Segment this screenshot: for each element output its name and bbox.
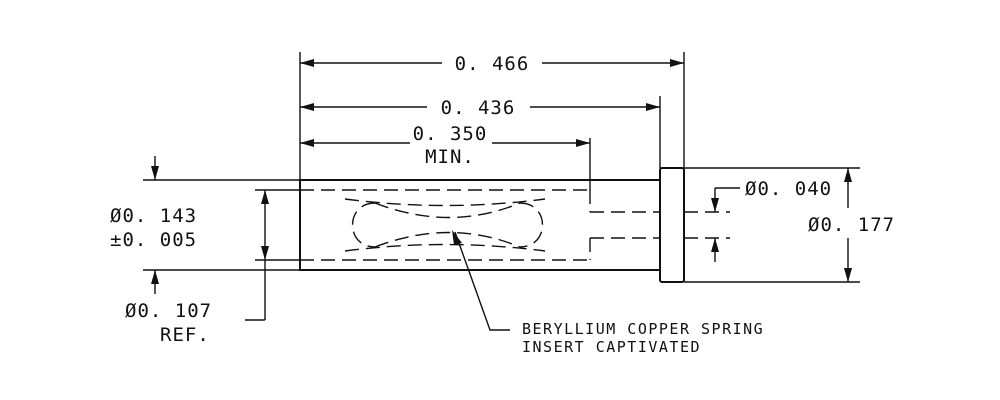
min-length-value: 0. 350 [413, 123, 488, 145]
pin-diameter-label: Ø0. 040 [745, 178, 832, 200]
part-flange [659, 167, 685, 283]
dim-pin-diameter: Ø0. 040 [711, 178, 832, 262]
min-length-note: MIN. [425, 146, 475, 168]
overall-length-label: 0. 466 [455, 53, 530, 75]
body-diameter-value: Ø0. 143 [110, 205, 197, 227]
dim-overall-length: 0. 466 [300, 53, 684, 75]
bore-diameter-note: REF. [160, 324, 210, 346]
dim-bore-diameter: Ø0. 107 REF. [125, 190, 269, 346]
dim-flange-diameter: Ø0. 177 [808, 168, 895, 282]
flange-diameter-label: Ø0. 177 [808, 214, 895, 236]
body-length-label: 0. 436 [441, 97, 516, 119]
insert-callout-leader: BERYLLIUM COPPER SPRING INSERT CAPTIVATE… [452, 230, 764, 356]
extension-lines [143, 52, 860, 283]
dim-body-length: 0. 436 [300, 97, 660, 119]
bore-hidden-lines [300, 189, 730, 261]
bore-diameter-value: Ø0. 107 [125, 300, 212, 322]
body-diameter-tolerance: ±0. 005 [110, 229, 197, 251]
callout-line-2: INSERT CAPTIVATED [522, 338, 701, 356]
part-body [299, 179, 661, 271]
spring-insert [344, 198, 546, 252]
dim-body-diameter: Ø0. 143 ±0. 005 [110, 156, 197, 294]
dim-min-length: 0. 350 MIN. [300, 123, 590, 168]
callout-line-1: BERYLLIUM COPPER SPRING [522, 320, 764, 338]
